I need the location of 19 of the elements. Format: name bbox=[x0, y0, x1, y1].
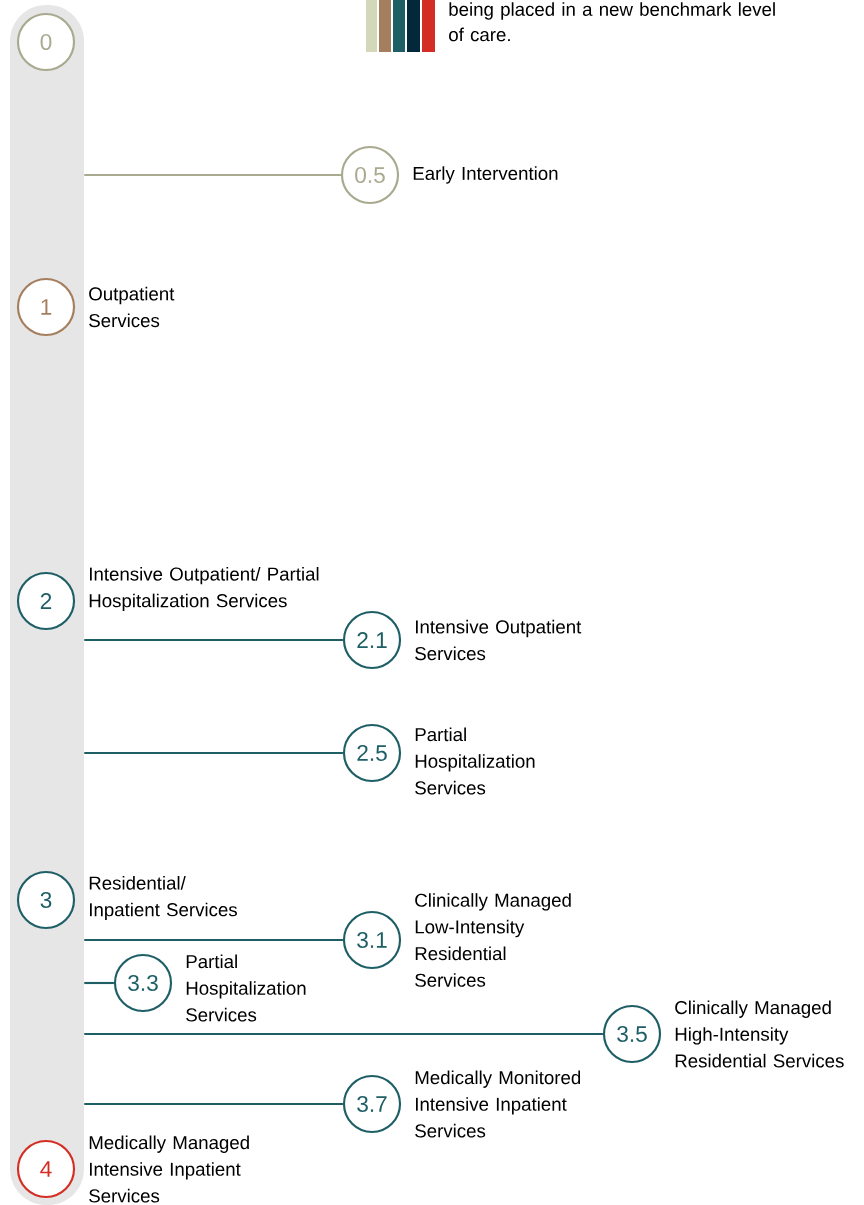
connector-line bbox=[84, 938, 343, 942]
connector-line bbox=[84, 173, 341, 177]
connector-line bbox=[84, 751, 343, 755]
connector-line bbox=[84, 981, 114, 985]
level-label: Medically Managed Intensive Inpatient Services bbox=[89, 1135, 249, 1203]
connector-line bbox=[84, 1102, 343, 1106]
level-label: Partial Hospitalization Services bbox=[415, 727, 535, 795]
level-label: Clinically Managed High-Intensity Residential Services bbox=[675, 1000, 844, 1068]
level-label: Partial Hospitalization Services bbox=[186, 954, 306, 1022]
level-label: Residential/ Inpatient Services bbox=[89, 875, 237, 921]
level-label: Intensive Outpatient/ Partial Hospitalization Services bbox=[89, 566, 319, 612]
note-text: being placed in a new benchmark level of care. bbox=[449, 2, 775, 42]
level-label: Outpatient Services bbox=[89, 286, 175, 328]
level-label: Intensive Outpatient Services bbox=[415, 619, 582, 661]
level-label: Medically Monitored Intensive Inpatient Services bbox=[415, 1070, 581, 1138]
level-label: Clinically Managed Low-Intensity Residential Services bbox=[415, 893, 571, 987]
connector-line bbox=[84, 638, 343, 642]
level-label: Early Intervention bbox=[413, 166, 558, 184]
connector-line bbox=[84, 1032, 603, 1036]
